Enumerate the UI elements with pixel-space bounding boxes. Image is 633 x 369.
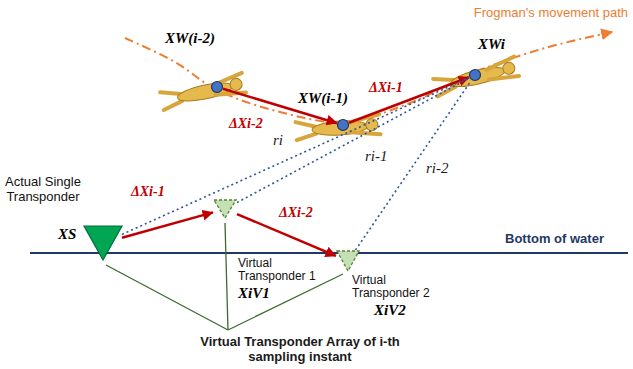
transponder-label: XS (58, 226, 76, 242)
frogman-position: XWi (469, 69, 481, 81)
virtual-transponder: Virtual Transponder 1XiV1 (213, 199, 237, 219)
range-label: ri (272, 132, 284, 149)
position-label: Actual Single Transponder (4, 174, 82, 204)
position-label: Virtual Transponder 1 (238, 257, 322, 283)
position-label: XWi (478, 36, 505, 52)
position-dot (337, 119, 349, 131)
actual-transponder: Actual Single TransponderXS (84, 226, 122, 260)
transponder-label: XiV1 (238, 285, 270, 301)
path-label: Frogman's movement path (474, 5, 628, 20)
virtual-transponder: Virtual Transponder 2XiV2 (336, 250, 360, 272)
position-dot (469, 69, 481, 81)
position-label: XW(i-2) (165, 30, 215, 46)
transponder-triangle (213, 199, 237, 219)
displacement-label: ΔXi-1 (130, 184, 166, 200)
position-label: Virtual Transponder 2 (352, 274, 436, 300)
position-dot (211, 81, 223, 93)
transponder-triangle (336, 250, 360, 272)
array-label: Virtual Transponder Array of i-th sampli… (190, 334, 410, 364)
frogman-position: XW(i-2) (211, 81, 223, 93)
frogman-position: XW(i-1) (337, 119, 349, 131)
displacement-label: ΔXi-1 (368, 80, 404, 96)
range-label: ri-1 (364, 148, 389, 165)
transponder-triangle (84, 226, 122, 260)
displacement-label: ΔXi-2 (278, 205, 314, 221)
range-line (122, 78, 469, 235)
transponder-label: XiV2 (374, 302, 406, 318)
position-label: XW(i-1) (298, 90, 348, 106)
range-line (356, 81, 471, 250)
displacement-arrow (349, 77, 469, 122)
frogman-figure (295, 114, 380, 140)
displacement-label: ΔXi-2 (228, 116, 264, 132)
water-label: Bottom of water (505, 231, 604, 246)
range-line (237, 78, 469, 202)
array-leader-lines (106, 223, 343, 330)
range-label: ri-2 (425, 160, 450, 177)
displacement-arrow (122, 212, 213, 237)
